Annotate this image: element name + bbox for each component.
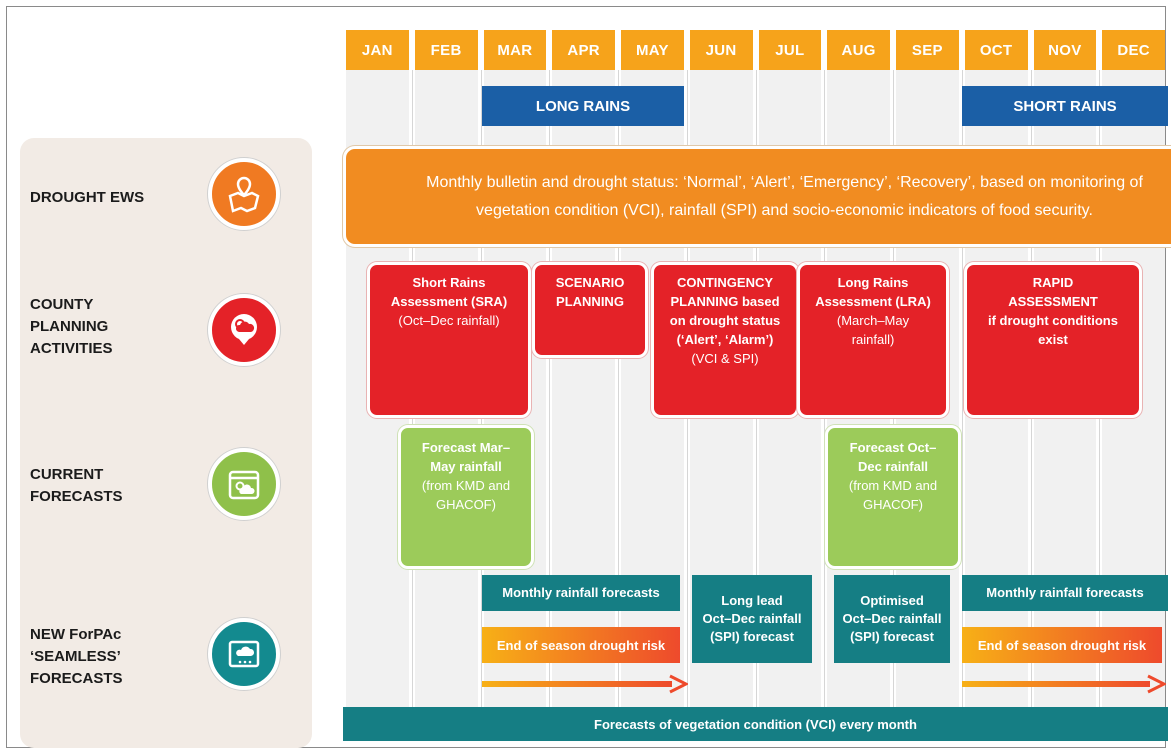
- month-label: SEP: [896, 30, 959, 70]
- monthly-rainfall-forecasts-left: Monthly rainfall forecasts: [482, 575, 680, 611]
- row-label-new-forecasts: NEW ForPAc‘SEAMLESS’FORECASTS: [30, 626, 123, 687]
- location-weather-icon: [208, 294, 280, 366]
- forecast-monitor-icon: [208, 618, 280, 690]
- calendar-weather-icon: [208, 448, 280, 520]
- month-label: DEC: [1102, 30, 1165, 70]
- month-label: JAN: [346, 30, 409, 70]
- month-label: FEB: [414, 30, 478, 70]
- progression-arrow-left: [482, 674, 688, 694]
- month-divider: [618, 70, 619, 720]
- month-label: JUL: [758, 30, 822, 70]
- row-label-drought-ews: DROUGHT EWS: [30, 189, 145, 206]
- end-of-season-risk-left: End of season drought risk: [482, 627, 680, 663]
- monthly-bulletin-box: Monthly bulletin and drought status: ‘No…: [343, 146, 1171, 247]
- month-label: AUG: [827, 30, 890, 70]
- long-rains-bar: LONG RAINS: [482, 86, 684, 126]
- diagram-frame: [6, 6, 1166, 748]
- month-divider: [549, 70, 550, 720]
- month-label: JUN: [689, 30, 753, 70]
- month-label: MAR: [483, 30, 547, 70]
- progression-arrow-right: [962, 674, 1166, 694]
- vci-forecasts-bar: Forecasts of vegetation condition (VCI) …: [343, 707, 1168, 741]
- month-label: APR: [552, 30, 615, 70]
- month-label: MAY: [621, 30, 684, 70]
- month-label: OCT: [964, 30, 1028, 70]
- short-rains-bar: SHORT RAINS: [962, 86, 1168, 126]
- month-label: NOV: [1033, 30, 1097, 70]
- monthly-rainfall-forecasts-right: Monthly rainfall forecasts: [962, 575, 1168, 611]
- end-of-season-risk-right: End of season drought risk: [962, 627, 1162, 663]
- map-pin-terrain-icon: [208, 158, 280, 230]
- month-divider: [962, 70, 963, 720]
